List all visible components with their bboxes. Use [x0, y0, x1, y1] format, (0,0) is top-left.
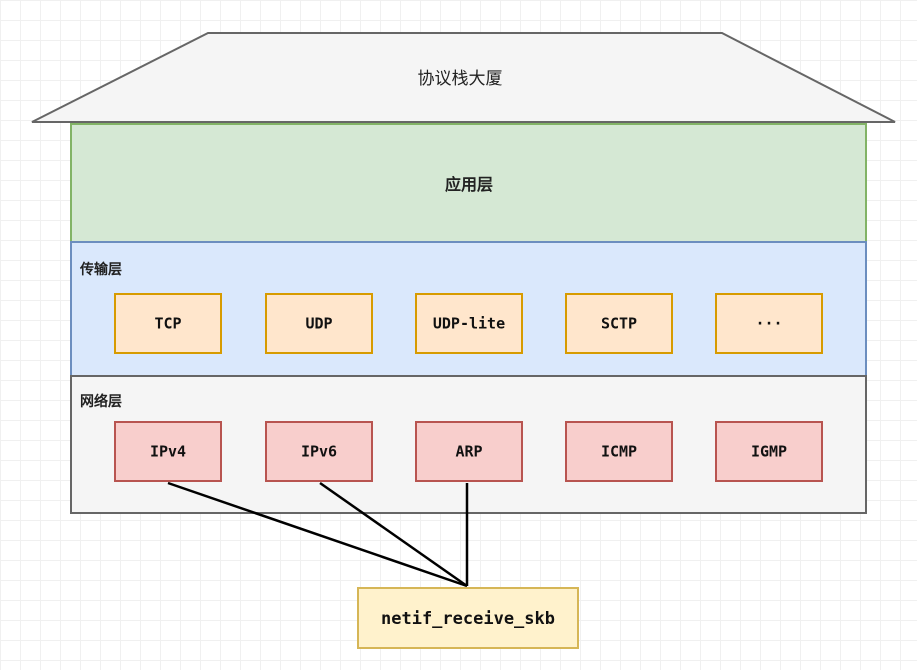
- network-ipv4-label: IPv4: [150, 443, 186, 461]
- transport-tcp-box: [114, 293, 222, 354]
- network-igmp-box: [715, 421, 823, 482]
- netif-receive-skb-box: [357, 587, 579, 649]
- network-arp-label: ARP: [455, 443, 482, 461]
- network-layer-label: 网络层: [80, 393, 122, 410]
- connector-ipv4: [167, 481, 468, 588]
- connector-lines: [167, 481, 469, 588]
- network-protocols: IPv4 IPv6 ARP ICMP IGMP: [114, 421, 823, 482]
- network-icmp-box: [565, 421, 673, 482]
- transport-sctp-box: [565, 293, 673, 354]
- connector-ipv6: [319, 481, 468, 588]
- roof-title: 协议栈大厦: [418, 69, 503, 89]
- transport-layer-label: 传输层: [79, 261, 122, 278]
- roof: [31, 32, 896, 123]
- transport-sctp-label: SCTP: [601, 315, 637, 333]
- transport-udp-lite-box: [415, 293, 523, 354]
- transport-udp-lite-label: UDP-lite: [433, 315, 505, 333]
- network-igmp-label: IGMP: [751, 443, 787, 461]
- transport-protocols: TCP UDP UDP-lite SCTP ···: [114, 293, 823, 354]
- transport-more-box: [715, 293, 823, 354]
- network-ipv4-box: [114, 421, 222, 482]
- application-layer-label: 应用层: [445, 175, 493, 194]
- application-layer: [70, 123, 867, 243]
- transport-tcp-label: TCP: [154, 315, 181, 333]
- transport-udp-box: [265, 293, 373, 354]
- transport-udp-label: UDP: [305, 315, 332, 333]
- network-ipv6-label: IPv6: [301, 443, 337, 461]
- network-icmp-label: ICMP: [601, 443, 637, 461]
- network-arp-box: [415, 421, 523, 482]
- network-ipv6-box: [265, 421, 373, 482]
- transport-more-label: ···: [755, 315, 782, 333]
- netif-receive-skb-label: netif_receive_skb: [381, 609, 555, 629]
